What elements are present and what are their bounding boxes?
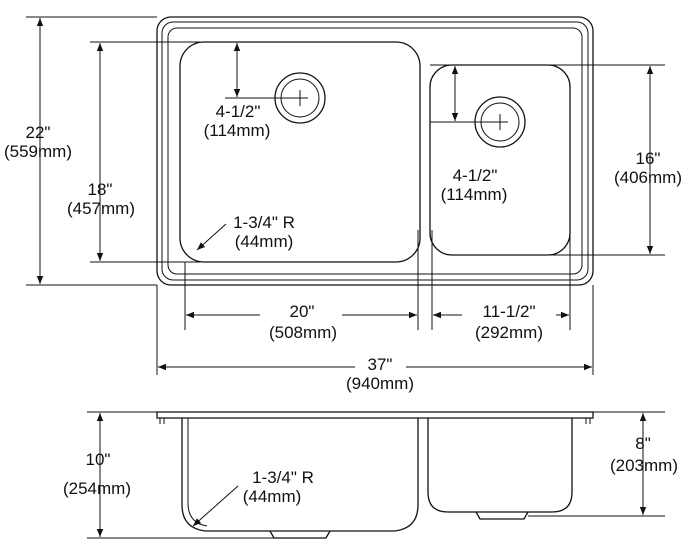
side-view: 10" (254mm) 1-3/4" R (44mm) 8" (203mm)	[63, 411, 678, 539]
right-drain-body	[475, 511, 529, 520]
right-bowl-profile	[427, 418, 573, 513]
sink-rim-inner-2	[167, 27, 583, 275]
overall-depth-mm-label: (559mm)	[4, 142, 72, 161]
left-corner-radius-mm-label: (44mm)	[235, 232, 294, 251]
right-bowl-depth-in-label: 16"	[636, 149, 661, 168]
left-bowl-profile	[181, 418, 419, 532]
left-bowl-outline	[179, 41, 421, 263]
sink-flange	[156, 411, 594, 419]
left-corner-radius-in-label: 1-3/4" R	[233, 213, 295, 232]
right-bowl-width-in-label: 11-1/2"	[483, 302, 536, 321]
right-drain-offset-mm-label: (114mm)	[441, 185, 508, 204]
sink-rim-inner-1	[161, 21, 589, 281]
corner-radius-leader	[196, 223, 227, 251]
right-bowl-height-mm-label: (203mm)	[610, 456, 678, 475]
side-corner-radius-in-label: 1-3/4" R	[252, 468, 314, 487]
left-bowl-width-mm-label: (508mm)	[269, 323, 337, 342]
overall-width-in-label: 37"	[368, 355, 393, 374]
right-bowl-width-mm-label: (292mm)	[475, 323, 543, 342]
left-bowl-depth-mm-label: (457mm)	[67, 199, 135, 218]
sink-outer-rim	[156, 16, 594, 286]
side-corner-radius-leader	[192, 485, 239, 527]
left-bowl-depth-in-label: 18"	[88, 180, 113, 199]
right-drain-offset-in-label: 4-1/2"	[453, 166, 498, 185]
overall-width-mm-label: (940mm)	[346, 374, 414, 393]
left-drain-offset-in-label: 4-1/2"	[216, 102, 261, 121]
left-drain-body	[269, 530, 331, 539]
top-view: 22" (559mm) 18" (457mm) 4-1/2" (114mm) 1…	[4, 16, 682, 393]
left-bowl-height-mm-label: (254mm)	[63, 479, 131, 498]
right-bowl-depth-mm-label: (406mm)	[614, 168, 682, 187]
left-bowl-height-in-label: 10"	[86, 450, 111, 469]
right-bowl-outline	[429, 64, 571, 256]
left-bowl-width-in-label: 20"	[290, 302, 315, 321]
right-bowl-height-in-label: 8"	[635, 434, 651, 453]
left-drain-offset-mm-label: (114mm)	[204, 121, 271, 140]
side-corner-radius-mm-label: (44mm)	[243, 487, 302, 506]
overall-depth-in-label: 22"	[26, 123, 51, 142]
